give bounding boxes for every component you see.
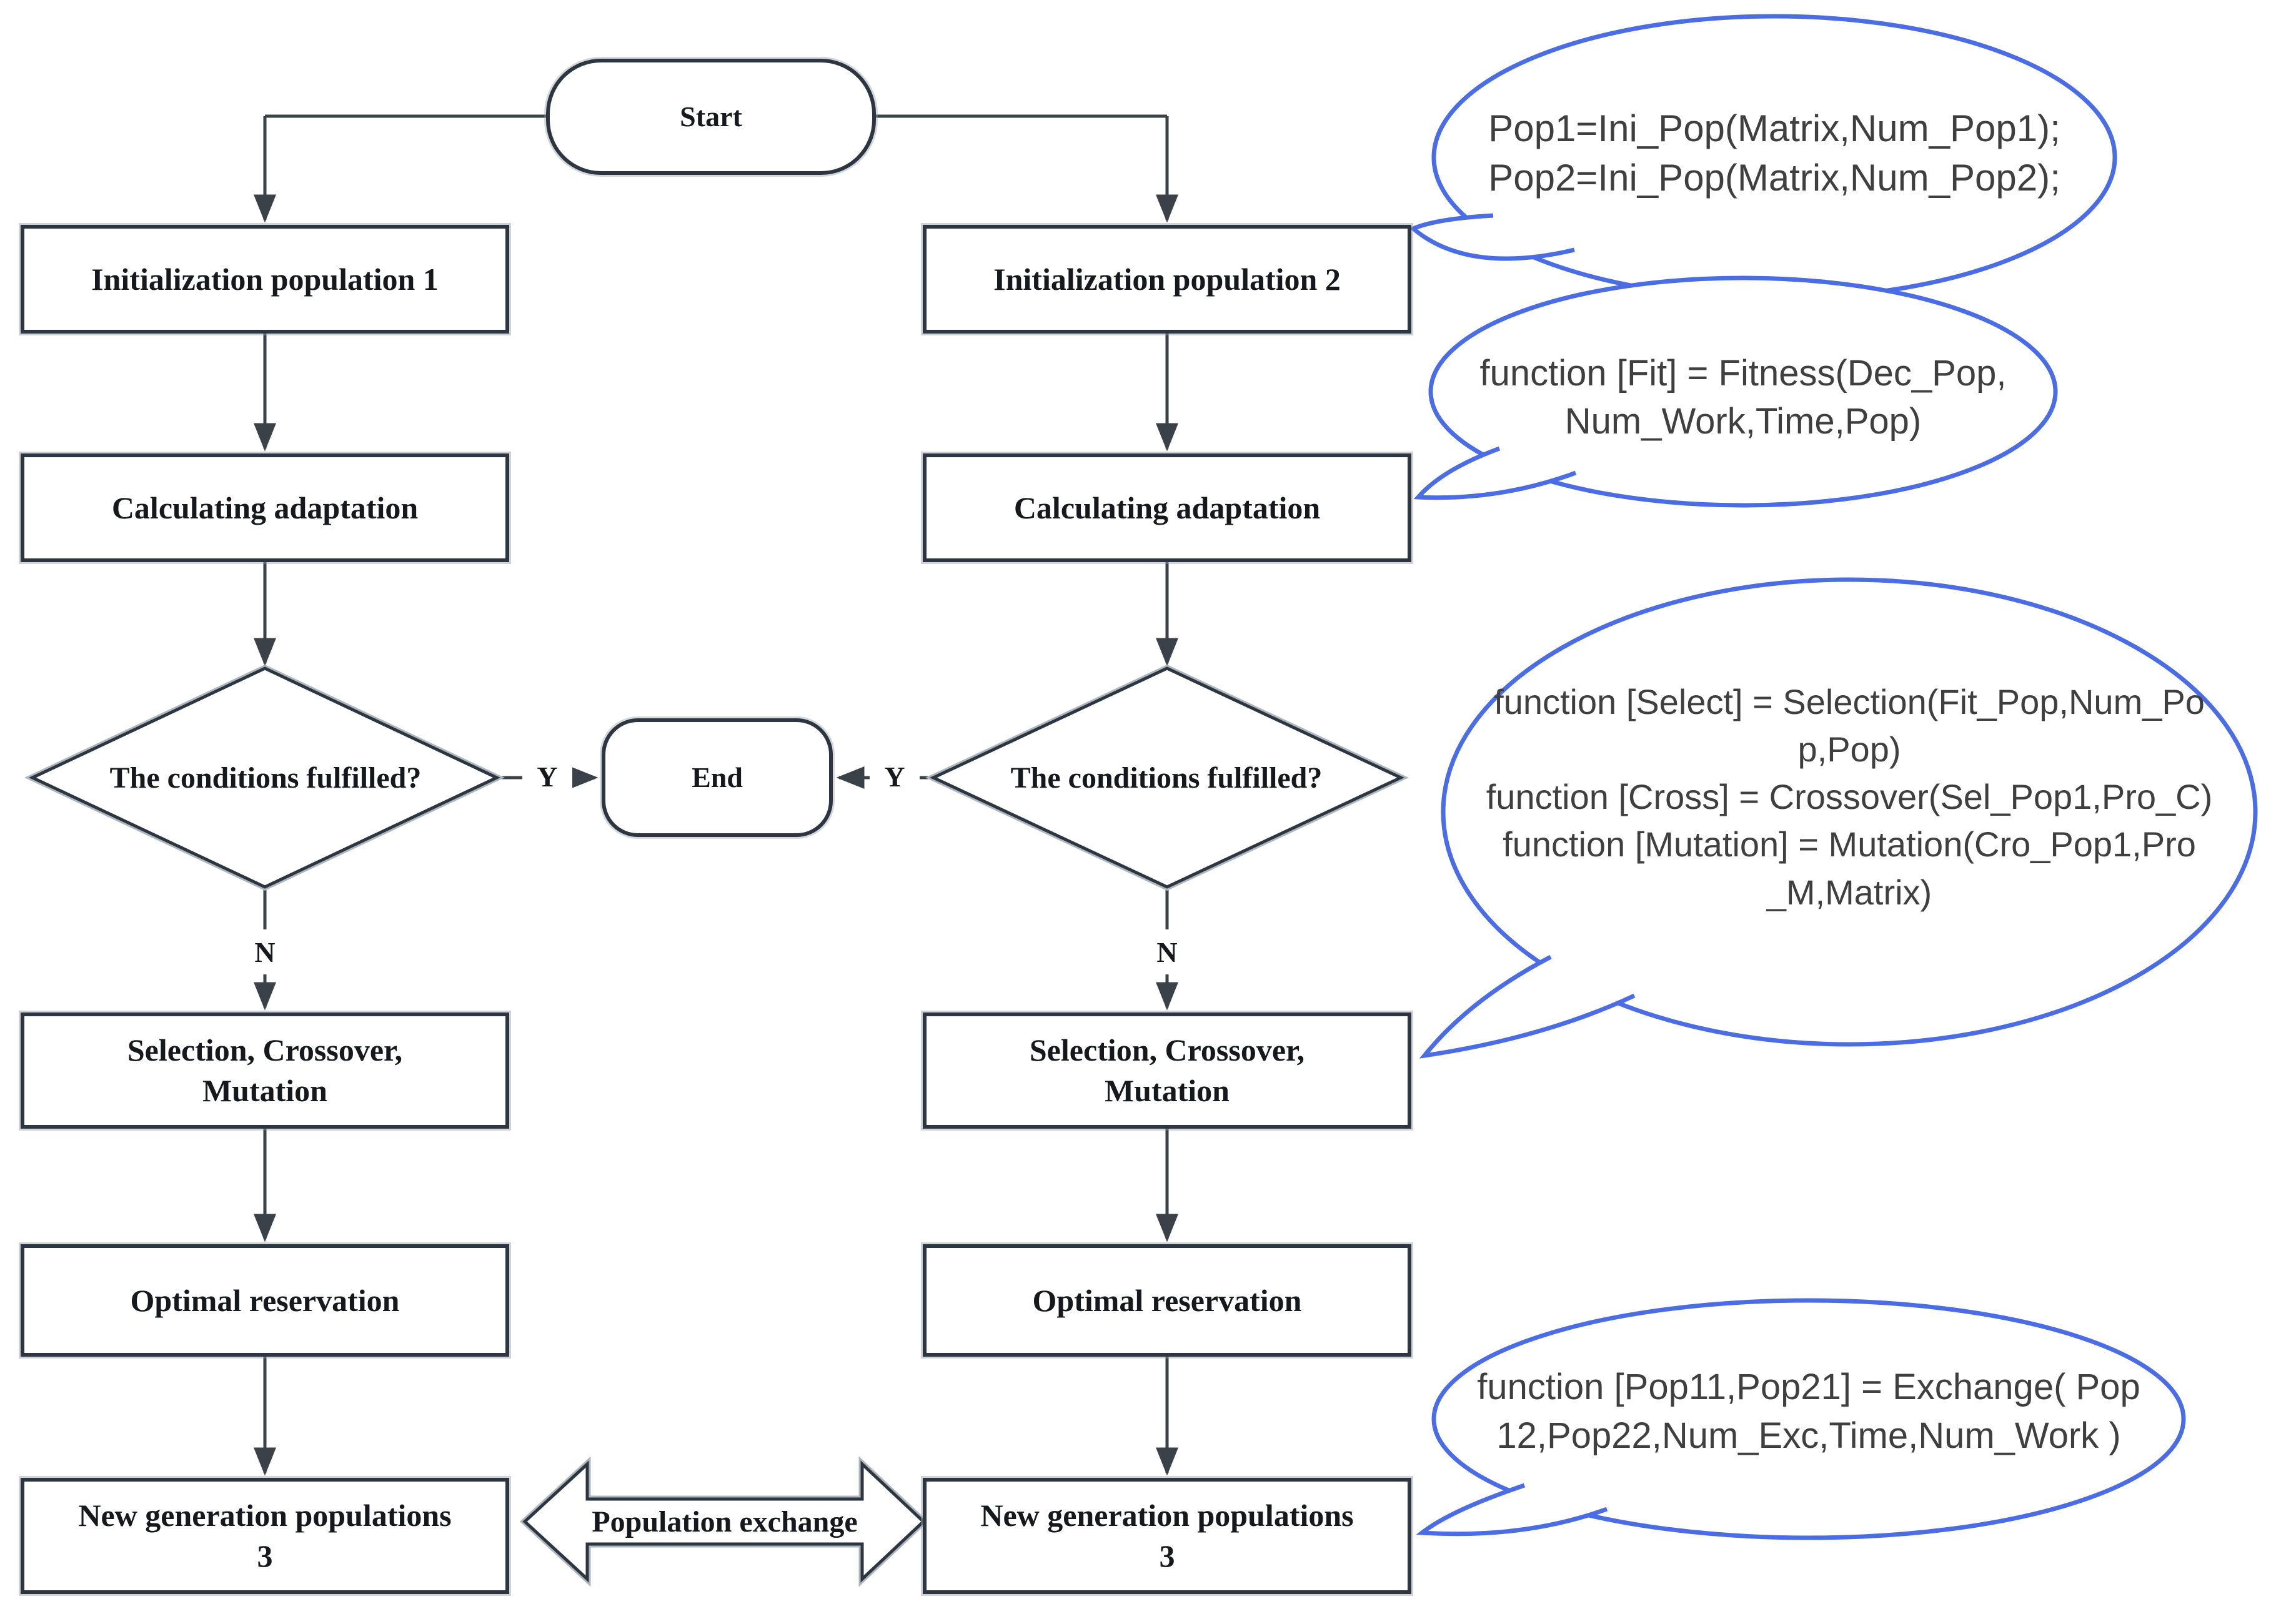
node-calc-adaptation-2-label: Calculating adaptation	[1013, 490, 1321, 525]
node-start-label: Start	[680, 101, 742, 133]
edge-label-yes-2: Y	[870, 754, 920, 799]
node-new-generation-2-label: New generation populations 3	[980, 1498, 1354, 1573]
callout-exchange-bubble	[1431, 1298, 2186, 1540]
callout-fitness-tail	[1413, 446, 1577, 500]
node-calc-adaptation-1-label: Calculating adaptation	[111, 490, 419, 525]
callout-operators-bubble	[1441, 577, 2258, 1047]
node-optimal-reservation-1: Optimal reservation	[21, 1244, 509, 1357]
edge-label-no-1: N	[240, 929, 290, 974]
node-selection-crossover-mutation-1-label: Selection, Crossover, Mutation	[127, 1032, 403, 1108]
node-condition-1-label: The conditions fulfilled?	[109, 761, 422, 795]
callout-fitness-bubble	[1428, 275, 2058, 508]
node-new-generation-1: New generation populations 3	[21, 1478, 509, 1594]
connectors	[254, 114, 1178, 1476]
diamond-left	[29, 666, 500, 889]
node-optimal-reservation-2-label: Optimal reservation	[1032, 1282, 1302, 1318]
node-selection-crossover-mutation-2: Selection, Crossover, Mutation	[923, 1012, 1411, 1129]
node-condition-2-label: The conditions fulfilled?	[1010, 761, 1323, 795]
node-new-generation-2: New generation populations 3	[923, 1478, 1411, 1594]
node-init-population-2: Initialization population 2	[923, 225, 1411, 334]
decision-shapes	[24, 664, 1409, 891]
node-end-label: End	[692, 761, 743, 794]
node-calc-adaptation-1: Calculating adaptation	[21, 453, 509, 562]
callout-init-text: Pop1=Ini_Pop(Matrix,Num_Pop1); Pop2=Ini_…	[1488, 107, 2060, 199]
node-end: End	[602, 718, 833, 837]
callout-exchange-tail	[1416, 1483, 1608, 1537]
node-init-population-1: Initialization population 1	[21, 225, 509, 334]
node-selection-crossover-mutation-2-label: Selection, Crossover, Mutation	[1029, 1032, 1305, 1108]
node-init-population-1-label: Initialization population 1	[91, 261, 439, 297]
callout-exchange-text: function [Pop11,Pop21] = Exchange( Pop 1…	[1477, 1367, 2140, 1457]
node-selection-crossover-mutation-1: Selection, Crossover, Mutation	[21, 1012, 509, 1129]
node-calc-adaptation-2: Calculating adaptation	[923, 453, 1411, 562]
callout-operators-tail	[1419, 954, 1636, 1059]
node-start: Start	[546, 59, 876, 175]
callout-shapes	[1409, 14, 2258, 1540]
edge-label-yes-1: Y	[522, 754, 572, 799]
node-init-population-2-label: Initialization population 2	[993, 261, 1341, 297]
node-optimal-reservation-1-label: Optimal reservation	[130, 1282, 400, 1318]
callout-fitness-text: function [Fit] = Fitness(Dec_Pop, Num_Wo…	[1479, 353, 2007, 442]
diamond-right	[930, 666, 1404, 889]
exchange-arrow-label: Population exchange	[592, 1505, 858, 1538]
callout-operators-text: function [Select] = Selection(Fit_Pop,Nu…	[1486, 682, 2213, 912]
node-optimal-reservation-2: Optimal reservation	[923, 1244, 1411, 1357]
callout-init-tail	[1409, 213, 1575, 261]
edge-label-no-2: N	[1142, 929, 1192, 974]
node-new-generation-1-label: New generation populations 3	[78, 1498, 452, 1573]
